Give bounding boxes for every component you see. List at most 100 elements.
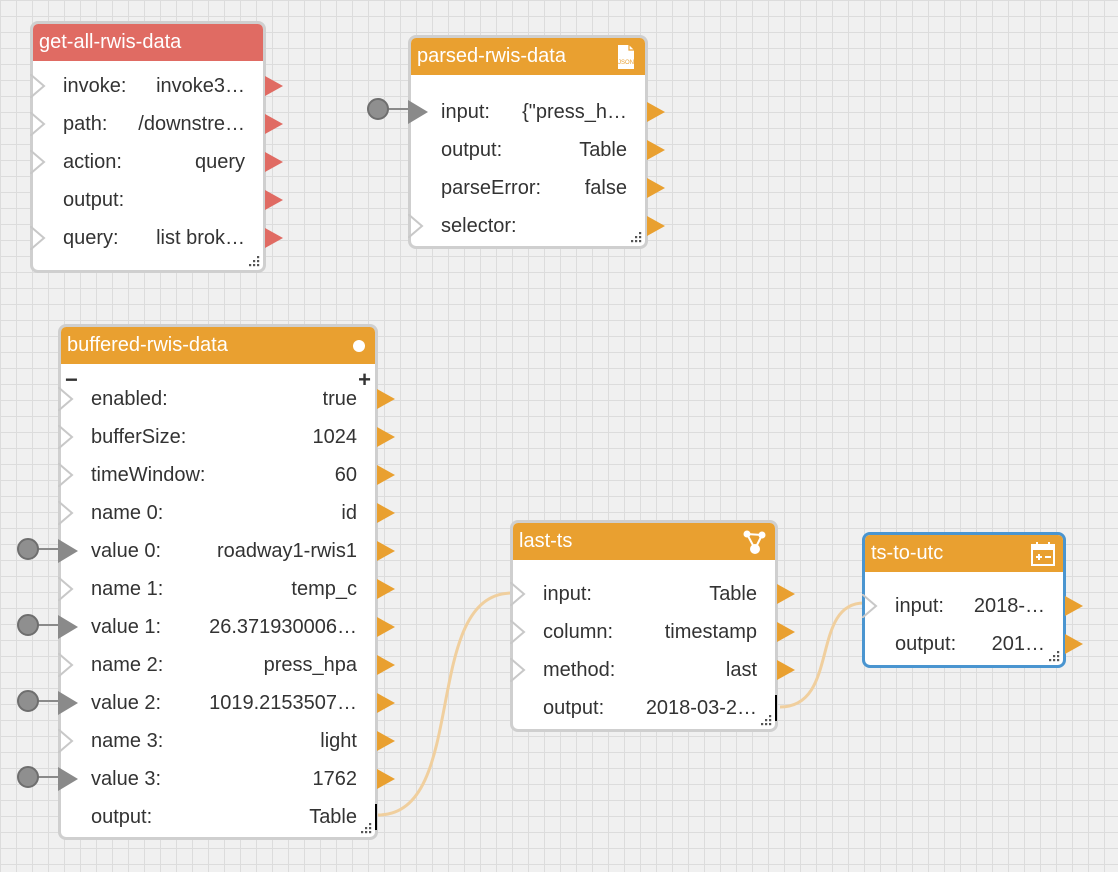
input-port[interactable] [30, 74, 52, 98]
output-port[interactable] [1065, 632, 1083, 656]
node-row[interactable]: value 0:roadway1-rwis1 [58, 532, 395, 570]
row-value[interactable]: id [341, 502, 357, 524]
row-value[interactable]: light [320, 730, 357, 752]
input-port[interactable] [510, 620, 532, 644]
input-port[interactable] [510, 658, 532, 682]
node-row[interactable]: invoke:invoke3… [30, 67, 283, 105]
input-wire-handle[interactable] [17, 690, 39, 712]
input-port[interactable] [408, 214, 430, 238]
row-value[interactable]: 26.371930006… [209, 616, 357, 638]
output-port[interactable] [777, 620, 795, 644]
node-row[interactable]: value 3:1762 [58, 760, 395, 798]
row-value[interactable]: query [194, 151, 245, 173]
input-wire-handle[interactable] [17, 538, 39, 560]
input-port[interactable] [58, 729, 80, 753]
output-port[interactable] [777, 582, 795, 606]
output-port[interactable] [377, 577, 395, 601]
row-value[interactable]: true [322, 388, 357, 410]
node-row[interactable]: name 3:light [58, 722, 395, 760]
node-row[interactable]: selector: [408, 207, 665, 245]
output-port[interactable] [265, 74, 283, 98]
row-value[interactable]: {"press_h… [522, 101, 627, 123]
output-port[interactable] [377, 729, 395, 753]
node-row[interactable]: input:{"press_h… [408, 93, 665, 131]
node-row[interactable]: action:query [30, 143, 283, 181]
wire-last-ts-to-ts-to-utc[interactable] [779, 601, 865, 709]
row-value[interactable]: 2018-03-2… [645, 697, 757, 719]
output-port[interactable] [377, 615, 395, 639]
row-value[interactable]: invoke3… [156, 75, 245, 97]
node-row[interactable]: column:timestamp [510, 613, 795, 651]
node-get-all-rwis-data[interactable]: get-all-rwis-data invoke:invoke3…path:/d… [30, 21, 283, 273]
row-value[interactable]: roadway1-rwis1 [216, 540, 357, 562]
input-port-connected[interactable] [58, 539, 80, 563]
input-wire-handle[interactable] [367, 98, 389, 120]
node-row[interactable]: path:/downstre… [30, 105, 283, 143]
resize-grip-icon[interactable] [760, 714, 772, 726]
input-port[interactable] [58, 387, 80, 411]
row-value[interactable]: /downstre… [138, 113, 245, 135]
node-row[interactable]: bufferSize:1024 [58, 418, 395, 456]
node-parsed-rwis-data[interactable]: parsed-rwis-data JSON input:{"press_h…ou… [408, 35, 665, 249]
node-row[interactable]: output:201… [865, 625, 1083, 663]
resize-grip-icon[interactable] [248, 255, 260, 267]
input-wire-handle[interactable] [17, 766, 39, 788]
node-row[interactable]: name 1:temp_c [58, 570, 395, 608]
output-port[interactable] [265, 226, 283, 250]
row-value[interactable]: 1024 [312, 426, 358, 448]
row-value[interactable]: timestamp [664, 621, 757, 643]
input-port-connected[interactable] [58, 691, 80, 715]
output-port[interactable] [647, 176, 665, 200]
node-row[interactable]: output: [33, 181, 283, 219]
node-row[interactable]: output:Table [61, 798, 377, 836]
row-value[interactable]: 1762 [312, 768, 358, 790]
node-title[interactable]: parsed-rwis-data JSON [411, 38, 645, 75]
input-port-connected[interactable] [408, 100, 430, 124]
output-port[interactable] [377, 501, 395, 525]
node-row[interactable]: input:2018-… [862, 587, 1083, 625]
node-row[interactable]: parseError:false [411, 169, 665, 207]
output-port[interactable] [377, 387, 395, 411]
output-port[interactable] [265, 188, 283, 212]
output-port[interactable] [377, 691, 395, 715]
node-row[interactable]: output:2018-03-2… [513, 689, 777, 727]
output-port[interactable] [377, 463, 395, 487]
input-port[interactable] [510, 582, 532, 606]
output-port[interactable] [265, 112, 283, 136]
wire-buffered-to-last-ts[interactable] [377, 591, 513, 817]
row-value[interactable]: list brok… [156, 227, 245, 249]
row-value[interactable]: 201… [991, 633, 1045, 655]
resize-grip-icon[interactable] [630, 231, 642, 243]
node-row[interactable]: timeWindow:60 [58, 456, 395, 494]
node-row[interactable]: query:list brok… [30, 219, 283, 257]
input-port[interactable] [58, 501, 80, 525]
node-row[interactable]: enabled:true [58, 380, 395, 418]
output-port[interactable] [647, 138, 665, 162]
input-port[interactable] [30, 226, 52, 250]
input-port[interactable] [30, 150, 52, 174]
input-port[interactable] [58, 463, 80, 487]
output-port[interactable] [647, 100, 665, 124]
output-port[interactable] [265, 150, 283, 174]
output-port[interactable] [377, 767, 395, 791]
input-port[interactable] [58, 577, 80, 601]
row-value[interactable]: Table [579, 139, 627, 161]
input-port-connected[interactable] [58, 767, 80, 791]
resize-grip-icon[interactable] [1048, 650, 1060, 662]
output-port[interactable] [1065, 594, 1083, 618]
node-row[interactable]: name 0:id [58, 494, 395, 532]
node-ts-to-utc[interactable]: ts-to-utc input:2018-…output:201… [862, 532, 1083, 668]
input-wire-handle[interactable] [17, 614, 39, 636]
row-value[interactable]: 2018-… [973, 595, 1045, 617]
node-row[interactable]: value 1:26.371930006… [58, 608, 395, 646]
node-title[interactable]: get-all-rwis-data [33, 24, 263, 61]
input-port[interactable] [58, 653, 80, 677]
row-value[interactable]: Table [709, 583, 757, 605]
output-port[interactable] [377, 653, 395, 677]
row-value[interactable]: temp_c [291, 578, 357, 600]
collapse-button[interactable]: − [65, 367, 78, 392]
node-row[interactable]: name 2:press_hpa [58, 646, 395, 684]
resize-grip-icon[interactable] [360, 822, 372, 834]
output-port[interactable] [647, 214, 665, 238]
